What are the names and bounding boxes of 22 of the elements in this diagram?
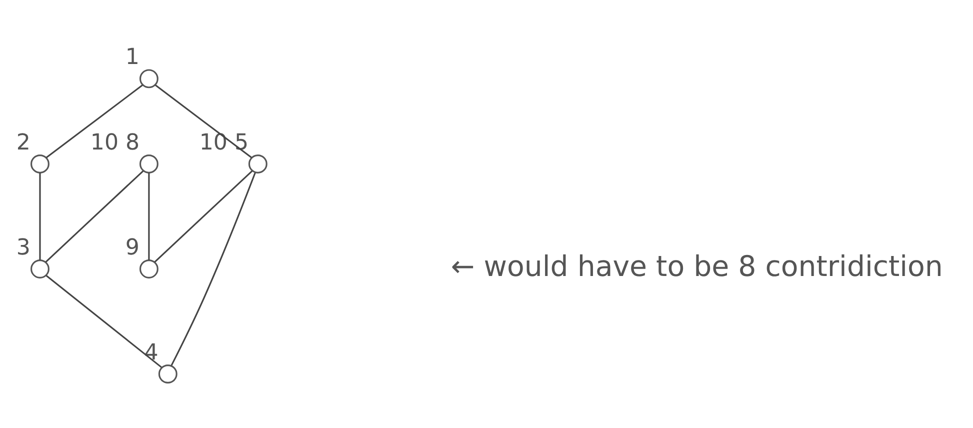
node-circle bbox=[248, 154, 268, 173]
node-label: 3 bbox=[16, 234, 30, 260]
node-circle bbox=[139, 154, 158, 173]
node-label: 4 bbox=[144, 338, 158, 365]
node-circle bbox=[139, 68, 158, 88]
node-label: 1 bbox=[125, 44, 140, 70]
connector bbox=[154, 170, 253, 262]
node-circle bbox=[158, 364, 178, 383]
connector bbox=[148, 172, 150, 260]
node-circle bbox=[30, 259, 50, 278]
connector bbox=[39, 172, 41, 260]
node-label: 2 bbox=[16, 128, 30, 155]
node-circle bbox=[139, 259, 158, 278]
connector bbox=[154, 84, 252, 158]
connector bbox=[46, 84, 143, 158]
label: ← would have to be 8 contridiction bbox=[450, 249, 943, 282]
connector bbox=[45, 170, 144, 262]
connector bbox=[46, 274, 162, 368]
node-label: 9 bbox=[125, 234, 140, 260]
node-label: 10 8 bbox=[90, 128, 140, 155]
node-circle bbox=[30, 154, 50, 173]
connector bbox=[170, 172, 256, 366]
